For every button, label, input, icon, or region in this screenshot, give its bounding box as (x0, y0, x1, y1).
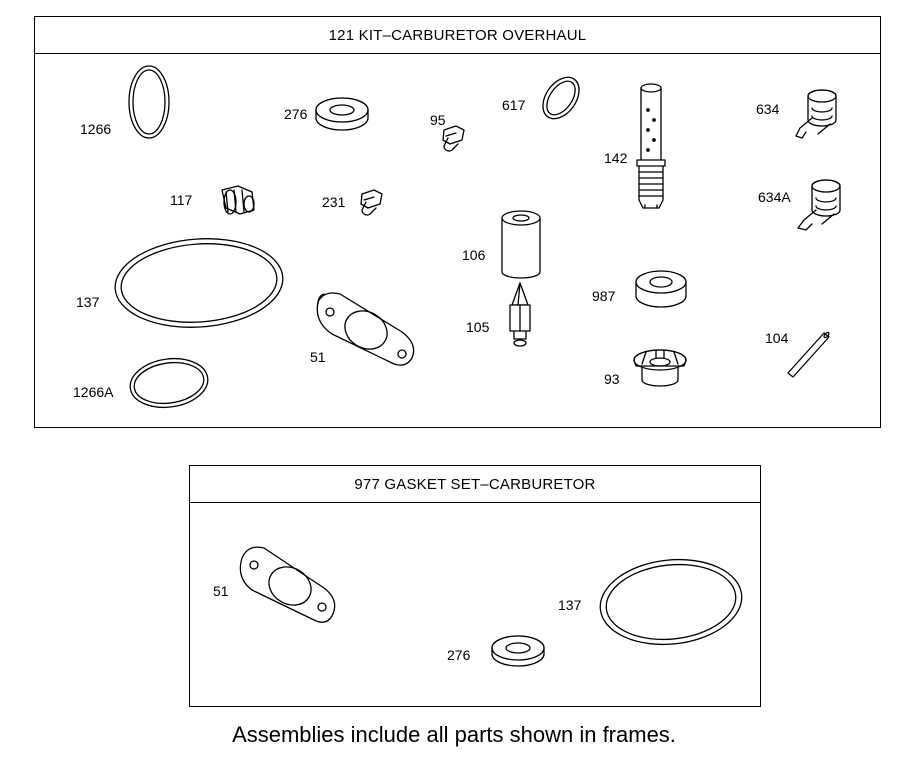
part-137-gasket-ring (114, 238, 284, 328)
part-95-screw (442, 125, 465, 152)
label-93: 93 (604, 371, 620, 387)
part-634-spring (795, 89, 837, 139)
part-51-flange-gasket-set (239, 546, 336, 623)
label-634: 634 (756, 101, 780, 117)
kit-frame: 121 KIT–CARBURETOR OVERHAUL (34, 16, 881, 428)
part-1266a-o-ring (129, 357, 209, 409)
label-276: 276 (284, 106, 308, 122)
part-617-seal-ring (542, 76, 580, 120)
part-276-washer (315, 97, 369, 131)
part-634a-spring (797, 179, 841, 231)
label-231: 231 (322, 194, 346, 210)
label-51: 51 (310, 349, 326, 365)
label-137: 137 (76, 294, 100, 310)
part-987-bushing (635, 270, 687, 308)
part-1266-o-ring (128, 65, 170, 139)
gasket-set-frame-title: 977 GASKET SET–CARBURETOR (190, 466, 760, 503)
part-137-gasket-ring-set (599, 558, 743, 646)
label-51-set: 51 (213, 583, 229, 599)
footer-note: Assemblies include all parts shown in fr… (232, 722, 676, 747)
part-104-pin (787, 331, 830, 378)
label-106: 106 (462, 247, 486, 263)
label-1266: 1266 (80, 121, 112, 137)
label-142: 142 (604, 150, 628, 166)
part-117-jet (221, 185, 255, 215)
label-1266a: 1266A (73, 384, 114, 400)
part-142-nozzle (636, 83, 666, 209)
part-105-needle-valve (509, 282, 531, 347)
label-105: 105 (466, 319, 490, 335)
part-51-flange-gasket (316, 292, 415, 366)
part-276-washer-set (491, 635, 545, 667)
part-106-float (501, 210, 541, 279)
label-104: 104 (765, 330, 789, 346)
part-93-seat (633, 349, 687, 387)
label-137-set: 137 (558, 597, 582, 613)
label-634a: 634A (758, 189, 791, 205)
label-276-set: 276 (447, 647, 471, 663)
label-987: 987 (592, 288, 616, 304)
kit-frame-title: 121 KIT–CARBURETOR OVERHAUL (35, 17, 880, 54)
label-95: 95 (430, 112, 446, 128)
label-617: 617 (502, 97, 526, 113)
label-117: 117 (170, 192, 193, 208)
part-231-screw (360, 189, 383, 216)
